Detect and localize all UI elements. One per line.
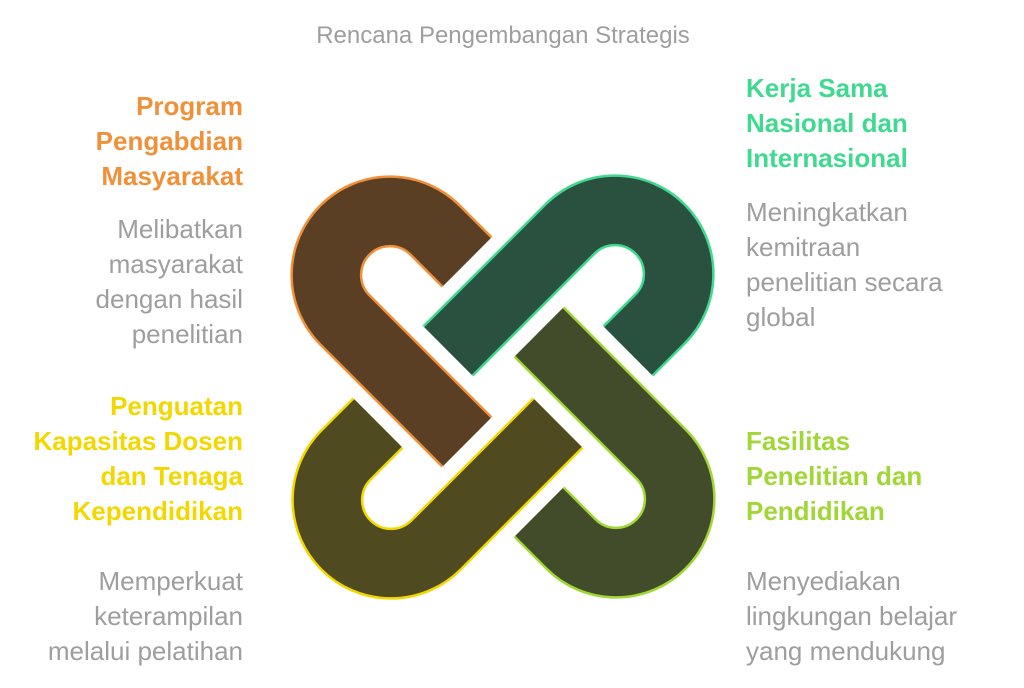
description-line: Menyediakan [746,566,901,596]
description-pengabdian: Melibatkan masyarakat dengan hasil penel… [96,212,243,352]
heading-line: Kapasitas Dosen [33,426,243,456]
description-line: global [746,302,816,332]
description-line: Memperkuat [98,566,244,596]
heading-kerja-sama: Kerja Sama Nasional dan Internasional [746,71,908,176]
heading-line: Internasional [746,143,908,173]
description-line: melalui pelatihan [47,636,243,666]
description-line: penelitian [131,319,243,349]
diagram-title: Rencana Pengembangan Strategis [316,22,690,49]
description-line: Meningkatkan [746,197,908,227]
heading-line: Penguatan [110,391,243,421]
description-line: lingkungan belajar [746,601,958,631]
description-line: kemitraan [746,232,861,262]
description-fasilitas: Menyediakan lingkungan belajar yang mend… [746,564,957,669]
heading-line: Pendidikan [746,496,885,526]
description-line: keterampilan [94,601,243,631]
description-line: Melibatkan [117,214,243,244]
description-line: dengan hasil [95,284,243,314]
heading-line: Masyarakat [101,161,243,191]
description-line: penelitian secara [746,267,943,297]
description-kerja-sama: Meningkatkan kemitraan penelitian secara… [746,195,943,335]
heading-penguatan: Penguatan Kapasitas Dosen dan Tenaga Kep… [33,389,243,529]
heading-line: Fasilitas [746,426,851,456]
heading-line: Nasional dan [746,108,908,138]
heading-line: dan Tenaga [100,461,243,491]
heading-line: Kerja Sama [746,73,888,103]
heading-line: Kependidikan [72,496,243,526]
heading-line: Penelitian dan [746,461,923,491]
heading-line: Pengabdian [95,126,243,156]
heading-fasilitas: Fasilitas Penelitian dan Pendidikan [746,424,922,529]
description-line: masyarakat [108,249,243,279]
heading-line: Program [136,91,243,121]
heading-pengabdian: Program Pengabdian Masyarakat [96,89,243,194]
description-penguatan: Memperkuat keterampilan melalui pelatiha… [48,564,243,669]
description-line: yang mendukung [746,636,946,666]
